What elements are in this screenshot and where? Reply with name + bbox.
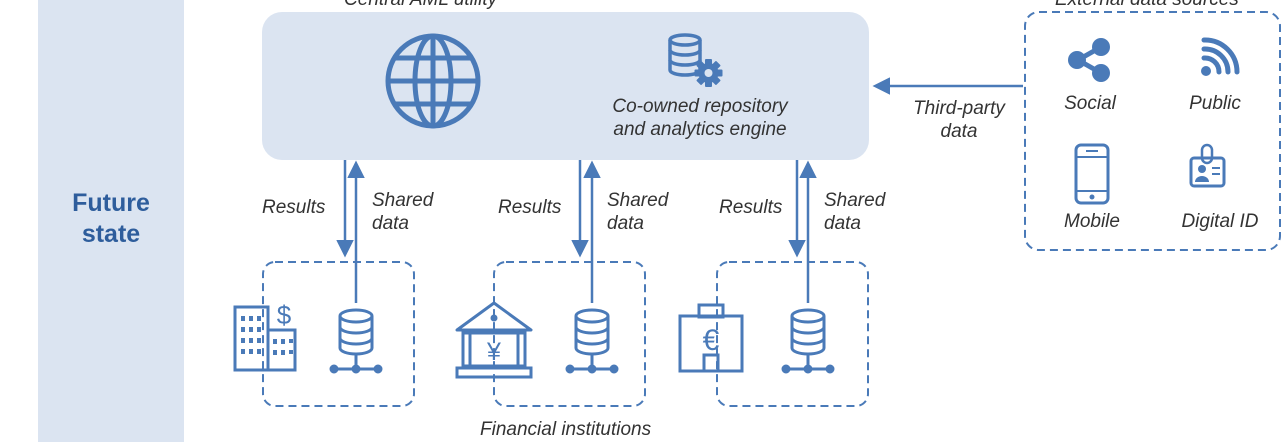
source-label-mobile: Mobile <box>1064 211 1120 232</box>
results-label: Results <box>262 197 326 218</box>
bank-yen-icon: ¥ <box>455 301 533 379</box>
office-buildings-dollar-icon: $ <box>233 300 297 372</box>
source-label-digital-id: Digital ID <box>1181 211 1259 232</box>
building-euro-icon: € <box>678 303 744 373</box>
svg-text:¥: ¥ <box>486 338 501 366</box>
future-state-label: Future state <box>72 189 150 248</box>
svg-text:$: $ <box>277 300 292 330</box>
shared-data-label: Shared data <box>607 190 669 234</box>
external-sources-title: External data sources <box>1055 0 1239 11</box>
rss-feed-icon <box>1201 37 1240 76</box>
globe-icon <box>385 33 481 129</box>
future-state-panel <box>38 0 184 442</box>
financial-institutions-caption: Financial institutions <box>480 419 652 440</box>
source-label-public: Public <box>1189 93 1241 114</box>
central-utility-title: Central AML utility <box>344 0 497 11</box>
database-icon <box>565 308 619 374</box>
database-gear-icon <box>668 33 723 87</box>
third-party-data-label: Third-party data <box>913 98 1005 142</box>
mobile-phone-icon <box>1074 143 1110 205</box>
database-icon <box>781 308 835 374</box>
results-label: Results <box>719 197 783 218</box>
svg-text:€: € <box>703 324 720 357</box>
flow-arrows <box>336 160 817 303</box>
external-sources-box <box>1024 11 1281 251</box>
shared-data-label: Shared data <box>372 190 434 234</box>
shared-data-label: Shared data <box>824 190 886 234</box>
share-icon <box>1068 38 1110 82</box>
source-label-social: Social <box>1064 93 1116 114</box>
database-icon <box>329 308 383 374</box>
id-badge-icon <box>1189 143 1226 188</box>
repository-label: Co-owned repository and analytics engine <box>612 96 788 140</box>
results-label: Results <box>498 197 562 218</box>
